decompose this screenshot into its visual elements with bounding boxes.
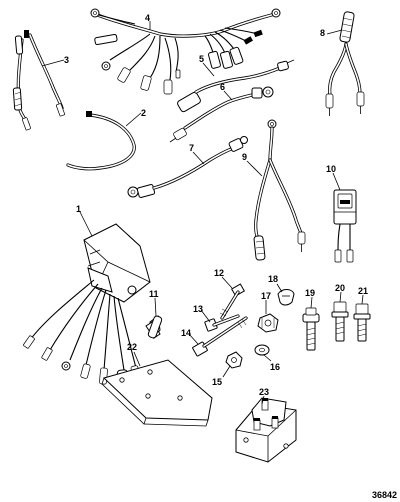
callout-12: 12 [214, 268, 224, 278]
part-19-bolt [302, 307, 320, 351]
part-1-control-module [23, 223, 151, 393]
part-6-cable [169, 86, 274, 143]
callout-22: 22 [127, 342, 137, 352]
part-4-wire-harness [90, 8, 281, 95]
callout-21: 21 [358, 286, 368, 296]
callout-3: 3 [64, 55, 69, 65]
callout-18: 18 [268, 274, 278, 284]
part-21-bolt [353, 303, 371, 342]
callout-11: 11 [149, 289, 159, 299]
part-23-terminal-block [235, 397, 297, 463]
part-8-wire-harness [325, 11, 365, 116]
callout-4: 4 [145, 13, 150, 23]
callout-7: 7 [189, 143, 194, 153]
part-5-cable [177, 59, 295, 113]
part-13-bolt [204, 314, 240, 332]
callout-20: 20 [335, 283, 345, 293]
part-2-strap [66, 111, 136, 171]
part-3-wire-harness [12, 30, 65, 131]
part-18-clip [277, 289, 295, 306]
callout-19: 19 [305, 288, 315, 298]
callout-23: 23 [259, 387, 269, 397]
part-12-bolt [219, 283, 246, 320]
callout-13: 13 [193, 304, 203, 314]
reference-number: 36842 [372, 490, 397, 500]
callout-16: 16 [270, 362, 280, 372]
part-15-nut [225, 351, 243, 369]
callout-1: 1 [76, 204, 81, 214]
callout-14: 14 [181, 328, 191, 338]
callout-6: 6 [220, 82, 225, 92]
callout-10: 10 [326, 164, 336, 174]
callout-2: 2 [141, 108, 146, 118]
callout-9: 9 [242, 152, 247, 162]
part-10-connector [333, 189, 357, 263]
part-20-bolt [331, 301, 349, 342]
callout-labels: 1 2 3 4 5 6 7 8 9 10 11 12 13 14 15 16 1… [64, 13, 397, 500]
callout-15: 15 [212, 377, 222, 387]
callout-5: 5 [199, 54, 204, 64]
part-14-bolt [192, 316, 248, 357]
part-17-locknut [257, 313, 279, 333]
part-7-cable [127, 136, 248, 198]
callout-17: 17 [261, 291, 271, 301]
callout-8: 8 [320, 28, 325, 38]
leader-lines [41, 21, 364, 405]
part-16-washer [254, 344, 270, 356]
part-11-pin [145, 315, 163, 340]
part-22-bracket [101, 359, 213, 427]
part-9-wire-harness [253, 119, 306, 261]
